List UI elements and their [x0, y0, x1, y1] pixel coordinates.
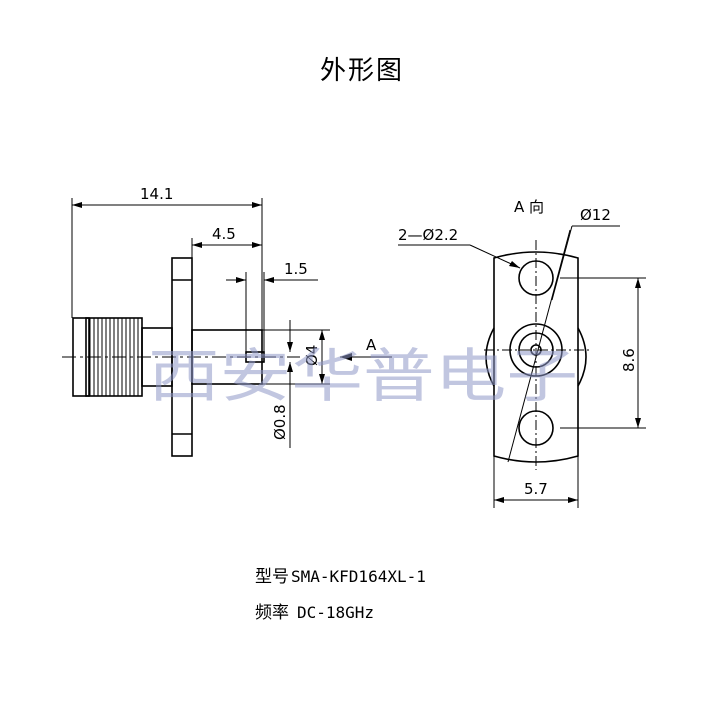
watermark: 西安华普电子: [148, 342, 578, 410]
dim-hole-spec: 2—Ø2.2: [398, 226, 458, 244]
dim-hole-pitch: 8.6: [620, 348, 638, 372]
dim-pin-dia: Ø0.8: [271, 404, 289, 440]
dim-flange-offset: 4.5: [212, 225, 236, 243]
diagonal-pitch-line: [507, 229, 571, 463]
frequency-line: 频率 DC-18GHz: [255, 598, 374, 623]
body-left-arc: [485, 327, 495, 387]
body-right-arc: [577, 327, 587, 387]
model-value: SMA-KFD164XL-1: [291, 567, 426, 586]
view-arrow-label: A: [366, 336, 377, 354]
dim-flange-dia: Ø12: [580, 206, 611, 224]
page-title: 外形图: [319, 56, 404, 86]
dim-body-dia: Ø4: [303, 345, 321, 366]
view-label: A 向: [514, 198, 544, 216]
frequency-label: 频率: [255, 603, 289, 623]
dim-pin-length: 1.5: [284, 260, 308, 278]
side-view: 14.1 4.5 1.5 Ø4 Ø0.8 A: [62, 185, 392, 457]
dim-flange-width: 5.7: [524, 480, 548, 498]
flange-dia-leader: [551, 225, 573, 301]
frequency-value: DC-18GHz: [297, 603, 375, 622]
model-label: 型号: [255, 567, 289, 587]
dim-total-length: 14.1: [140, 185, 173, 203]
front-view: 2—Ø2.2 Ø12 A 向 8.6 5.7: [398, 198, 646, 508]
